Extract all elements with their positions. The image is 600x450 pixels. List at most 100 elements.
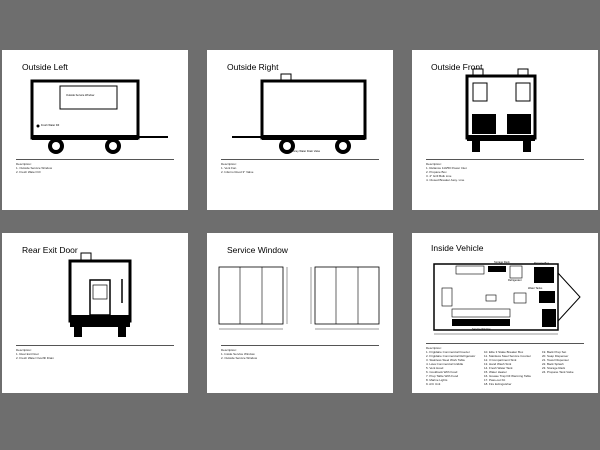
desc-item: 13. Hand Wash Sink [484, 362, 512, 366]
label-service-window: Service Window [472, 328, 491, 331]
desc-item: 9. A/C Unit [426, 382, 441, 386]
page-title: Outside Front [431, 62, 483, 72]
hub [109, 142, 117, 150]
desc-item: 4. Lava Commercial Griddle [426, 362, 464, 366]
wheel [74, 325, 82, 337]
trailer-frame [32, 135, 138, 140]
divider [16, 345, 174, 346]
desc-item: 3. Stainless Steel Work Table [426, 358, 465, 362]
wheel [523, 140, 531, 152]
page-outside-front: Outside Front Description: 1. Reliance 1… [412, 50, 598, 210]
description: Description: 1. Rear Exit Door 2. Fresh … [16, 348, 54, 360]
hub [52, 142, 60, 150]
desc-item: 2. Frigidaire Commercial Refrigerator [426, 354, 476, 358]
window-elevation-left [218, 266, 288, 330]
divider [426, 343, 584, 344]
roof-vent [280, 73, 292, 81]
desc-item: 22. Back Splash [542, 362, 564, 366]
desc-item: 2. Outside Service Window [221, 356, 258, 360]
trailer-left-diagram [30, 79, 168, 154]
description: Description: 1. Outside Service Window 2… [16, 162, 52, 174]
desc-item: 1. Rear Exit Door [16, 352, 40, 356]
desc-item: 24. Propane Tank Valve [542, 370, 574, 374]
desc-item: 6. Cookbook With Food [426, 370, 458, 374]
desc-item: 16. Grease Trap Fill Warming Table [484, 374, 532, 378]
page-title: Outside Right [227, 62, 279, 72]
desc-item: 20. Soap Dispenser [542, 354, 569, 358]
desc-item: 10. Elite 3 Stake Breaker Box [484, 350, 524, 354]
desc-col-3: 19. Back Prep Set 20. Soap Dispenser 21.… [542, 350, 592, 386]
desc-item: 4. Closed Breaker Assy. Line [426, 178, 465, 182]
desc-item: 18. Fire Extinguisher [484, 382, 512, 386]
hose-label: Grey Water Drain Valve [293, 150, 321, 153]
service-window-diagram [218, 266, 380, 330]
page-service-window: Service Window Description: 1. Inside Se… [207, 233, 393, 393]
grill [452, 319, 510, 326]
desc-item: 23. Storage Rack [542, 366, 566, 370]
tongue [557, 272, 581, 322]
trailer-rear-diagram [68, 252, 132, 337]
desc-item: 1. Outside Service Window [16, 166, 53, 170]
divider [16, 159, 174, 160]
desc-item: 15. Water Heater [484, 370, 507, 374]
page-inside-vehicle: Inside Vehicle Storage Rack Propane Box … [412, 233, 598, 393]
roof-unit [80, 252, 92, 261]
work-table [485, 294, 497, 302]
desc-item: 17. Pass-out Kit [484, 378, 506, 382]
description: Description: 1. Frigidaire Commercial Fr… [426, 346, 592, 386]
description: Description: 1. Inside Service Window 2.… [221, 348, 257, 360]
counter-top [455, 265, 485, 275]
label-propane: Propane Box [534, 262, 549, 265]
trailer-right-diagram [232, 73, 367, 154]
desc-item: 1. Reliance 110/50 Power Inlet [426, 166, 467, 170]
page-outside-right: Outside Right Grey Water Drain Valve Des… [207, 50, 393, 210]
desc-heading: Description: [221, 348, 237, 352]
desc-item: 2. Fresh Water Fill [16, 170, 41, 174]
desc-item: 14. Fresh Water Tank [484, 366, 513, 370]
desc-item: 5. Vent Hood [426, 366, 444, 370]
wheel [472, 140, 480, 152]
page-outside-left: Outside Left Outside Service Window Fres… [2, 50, 188, 210]
desc-item: 1. Vent Fan [221, 166, 237, 170]
sink [513, 292, 527, 304]
desc-item: 11. Stainless Steel Service Counter [484, 354, 531, 358]
prep-station [441, 287, 453, 307]
fresh-water-label: Fresh Water Fill [41, 124, 60, 127]
tank-block [542, 309, 556, 327]
label-water-tanks: Water Tanks [528, 287, 543, 290]
page-title: Service Window [227, 245, 288, 255]
desc-item: 8. Marine Lights [426, 378, 448, 382]
desc-item: 2. Inferno Rood 3" Valve [221, 170, 254, 174]
front-panel [515, 82, 531, 102]
desc-col-2: 10. Elite 3 Stake Breaker Box 11. Stainl… [484, 350, 534, 386]
divider [221, 159, 379, 160]
desc-columns: 1. Frigidaire Commercial Freezer 2. Frig… [426, 350, 592, 386]
description: Description: 1. Reliance 110/50 Power In… [426, 162, 467, 182]
service-counter [451, 308, 511, 318]
desc-heading: Description: [16, 162, 32, 166]
floor-plan-diagram [433, 263, 581, 335]
desc-item: 21. Towel Dispenser [542, 358, 569, 362]
divider [426, 159, 584, 160]
desc-item: 7. Prep Table With Food [426, 374, 459, 378]
desc-item: 19. Back Prep Set [542, 350, 567, 354]
propane-tanks-right [507, 114, 531, 134]
page-title: Rear Exit Door [22, 245, 78, 255]
tank-block [539, 291, 555, 303]
desc-item: 1. Frigidaire Commercial Freezer [426, 350, 470, 354]
propane-box [534, 267, 554, 283]
hub [283, 142, 291, 150]
desc-item: 2. Propane Box [426, 170, 447, 174]
page-title: Outside Left [22, 62, 68, 72]
desc-item: 3. 4" Grill Bulk Line [426, 174, 452, 178]
trailer-body [260, 79, 367, 140]
desc-heading: Description: [426, 346, 442, 350]
trailer-front-diagram [465, 68, 537, 152]
desc-item: 12. 3 Compartment Sink [484, 358, 517, 362]
desc-col-1: 1. Frigidaire Commercial Freezer 2. Frig… [426, 350, 476, 386]
fill-marker [36, 124, 40, 128]
desc-item: 1. Inside Service Window [221, 352, 255, 356]
label-storage-rack: Storage Rack [494, 261, 510, 264]
page-rear-exit-door: Rear Exit Door Description: 1. Rear Exit… [2, 233, 188, 393]
door-window [92, 284, 108, 300]
